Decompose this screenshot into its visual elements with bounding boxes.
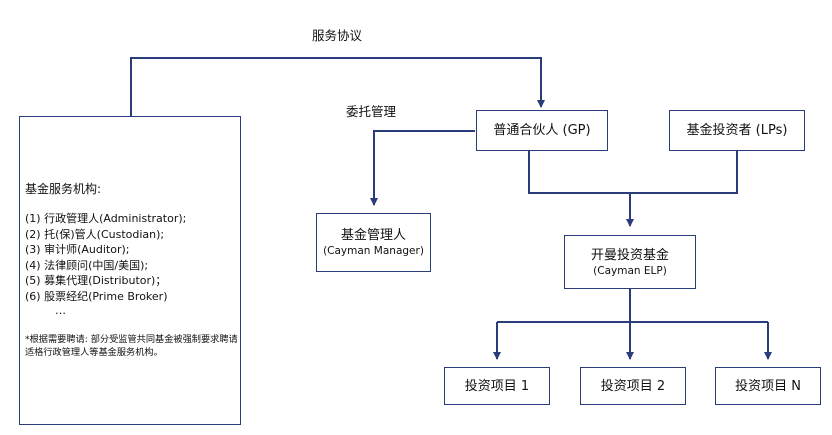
lps-label: 基金投资者 (LPs) [686,123,788,138]
service-provider-item: (6) 股票经纪(Prime Broker) [25,289,168,303]
entrustment-line [370,130,475,206]
fund-sublabel: (Cayman ELP) [593,264,667,277]
service-agreement-line [130,57,545,116]
gp-label: 普通合伙人 (GP) [493,123,591,138]
gp-box: 普通合伙人 (GP) [476,110,608,151]
service-providers-box: 基金服务机构: (1) 行政管理人(Administrator); (2) 托(… [19,116,241,425]
service-provider-item: (4) 法律顾问(中国/美国); [25,258,149,272]
service-providers-note: *根据需要聘请: 部分受监管共同基金被强制要求聘请适格行政管理人等基金服务机构。 [25,333,238,358]
service-providers-list: (1) 行政管理人(Administrator); (2) 托(保)管人(Cus… [25,211,240,305]
manager-box: 基金管理人 (Cayman Manager) [316,213,431,272]
project-2-box: 投资项目 2 [580,367,686,405]
project-2-label: 投资项目 2 [600,378,666,394]
project-1-box: 投资项目 1 [444,367,550,405]
entrustment-label: 委托管理 [346,104,397,119]
manager-sublabel: (Cayman Manager) [323,245,424,257]
service-provider-item: (5) 募集代理(Distributor)； [25,274,167,288]
service-agreement-label: 服务协议 [312,28,363,43]
service-providers-heading: 基金服务机构: [25,182,102,196]
service-provider-item: (2) 托(保)管人(Custodian); [25,227,165,241]
fund-box: 开曼投资基金 (Cayman ELP) [564,235,696,289]
project-n-box: 投资项目 N [715,367,821,405]
project-n-label: 投资项目 N [735,378,801,394]
fund-label: 开曼投资基金 [590,247,669,263]
gp-to-fund-line [528,151,738,194]
service-provider-item: (3) 审计师(Auditor); [25,243,130,257]
lps-box: 基金投资者 (LPs) [669,110,805,151]
list-ellipsis: … [55,303,66,317]
manager-label: 基金管理人 [340,228,406,243]
service-provider-item: (1) 行政管理人(Administrator); [25,212,187,225]
project-1-label: 投资项目 1 [464,378,530,394]
